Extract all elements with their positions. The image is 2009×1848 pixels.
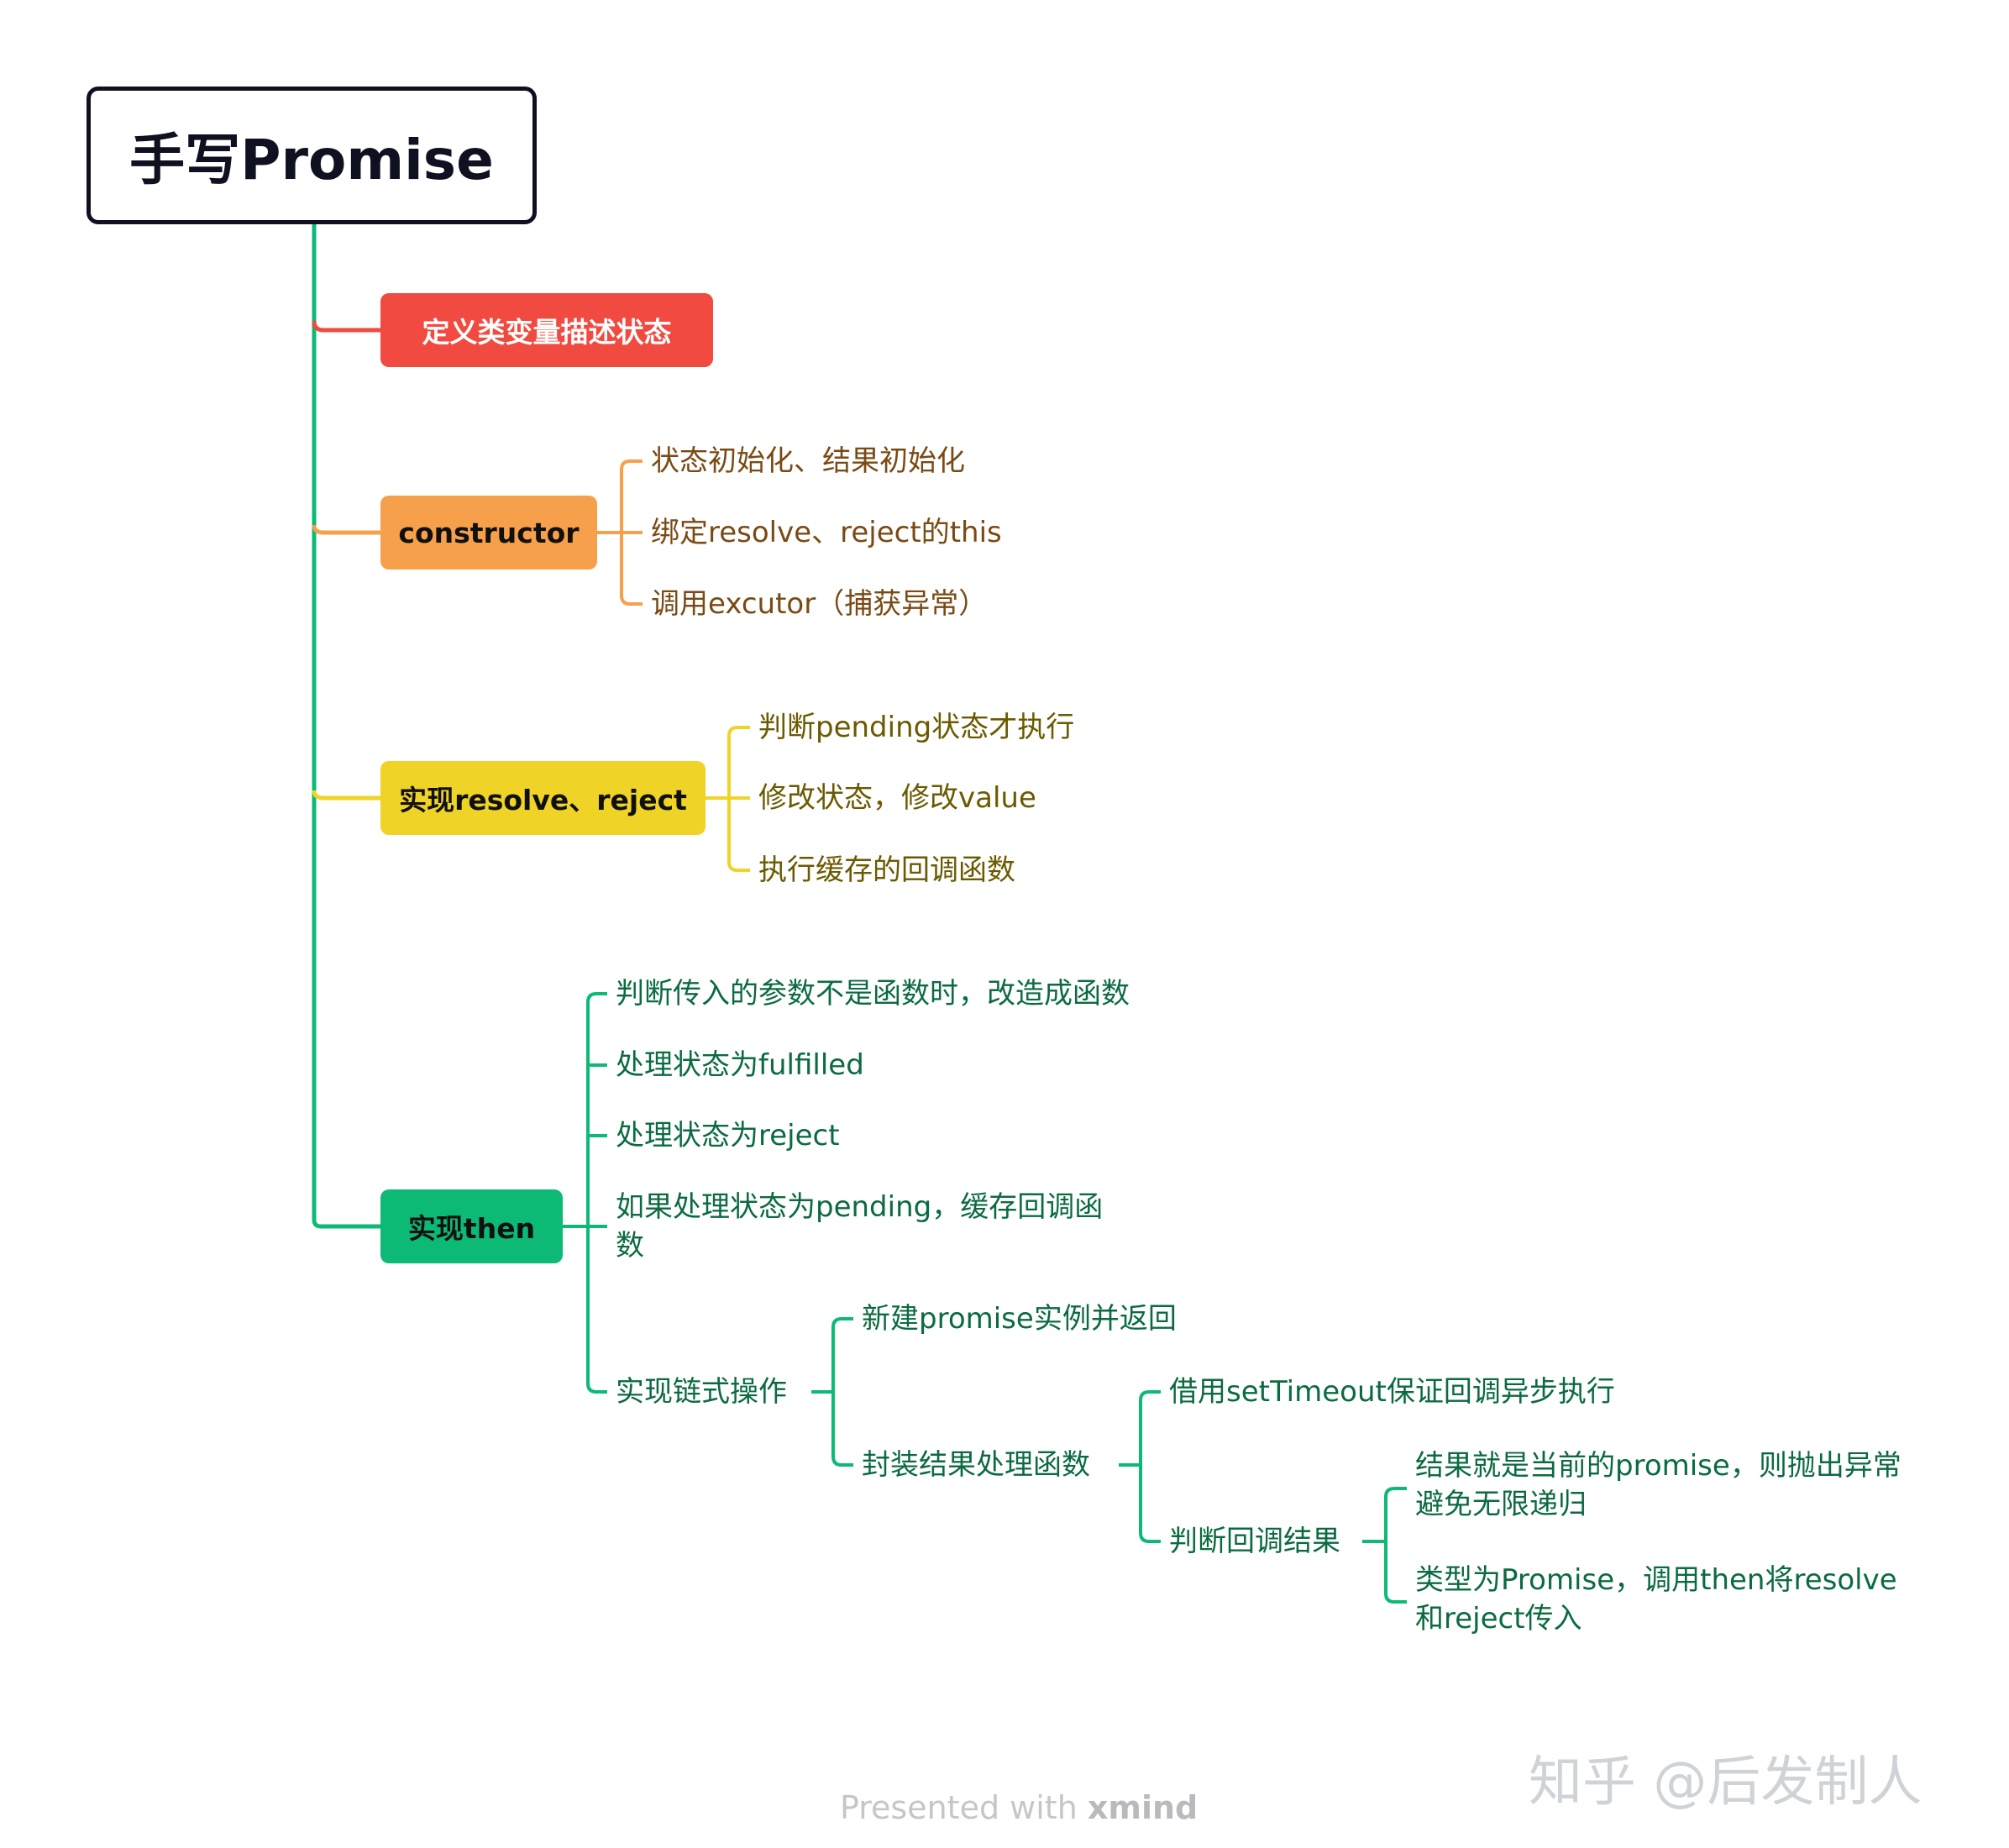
footer-brand: xmind	[1087, 1789, 1199, 1826]
subtopic-bind-this[interactable]: 绑定resolve、reject的this	[651, 516, 1002, 549]
subtopic-check-pending[interactable]: 判断pending状态才执行	[758, 711, 1075, 744]
subtopic-pending-line2: 数	[616, 1229, 644, 1263]
subtopic-new-promise[interactable]: 新建promise实例并返回	[862, 1302, 1177, 1336]
subtopic-fulfilled[interactable]: 处理状态为fulfilled	[616, 1048, 864, 1082]
subtopic-is-promise-line1: 类型为Promise，调用then将resolve	[1415, 1563, 1897, 1597]
topic-constructor[interactable]: constructor	[380, 496, 597, 570]
subtopic-normalize-args[interactable]: 判断传入的参数不是函数时，改造成函数	[616, 977, 1130, 1011]
subtopic-pending[interactable]: 如果处理状态为pending，缓存回调函 数	[616, 1188, 1103, 1265]
subtopic-judge-result[interactable]: 判断回调结果	[1169, 1525, 1340, 1558]
topic-resolve-reject[interactable]: 实现resolve、reject	[380, 761, 706, 835]
subtopic-init-state[interactable]: 状态初始化、结果初始化	[651, 444, 965, 478]
subtopic-call-executor[interactable]: 调用excutor（捕获异常）	[651, 587, 988, 621]
subtopic-chain[interactable]: 实现链式操作	[616, 1375, 787, 1409]
subtopic-settimeout[interactable]: 借用setTimeout保证回调异步执行	[1169, 1375, 1615, 1409]
subtopic-run-callbacks[interactable]: 执行缓存的回调函数	[758, 853, 1015, 887]
topic-define-state[interactable]: 定义类变量描述状态	[380, 293, 713, 367]
subtopic-same-promise-line2: 避免无限递归	[1415, 1488, 1587, 1521]
subtopic-same-promise[interactable]: 结果就是当前的promise，则抛出异常 避免无限递归	[1415, 1446, 1901, 1524]
xmind-footer: Presented with xmind	[840, 1789, 1198, 1826]
topic-then[interactable]: 实现then	[380, 1189, 563, 1263]
subtopic-wrap-handler[interactable]: 封装结果处理函数	[862, 1448, 1090, 1482]
subtopic-is-promise-line2: 和reject传入	[1415, 1602, 1582, 1635]
subtopic-is-promise[interactable]: 类型为Promise，调用then将resolve 和reject传入	[1415, 1561, 1897, 1638]
subtopic-same-promise-line1: 结果就是当前的promise，则抛出异常	[1415, 1449, 1901, 1483]
zhihu-watermark: 知乎 @后发制人	[1529, 1751, 1922, 1814]
root-topic[interactable]: 手写Promise	[87, 87, 537, 224]
subtopic-update-state[interactable]: 修改状态，修改value	[758, 781, 1036, 815]
subtopic-rejected[interactable]: 处理状态为reject	[616, 1119, 840, 1152]
footer-prefix: Presented with	[840, 1789, 1088, 1826]
subtopic-pending-line1: 如果处理状态为pending，缓存回调函	[616, 1190, 1104, 1224]
